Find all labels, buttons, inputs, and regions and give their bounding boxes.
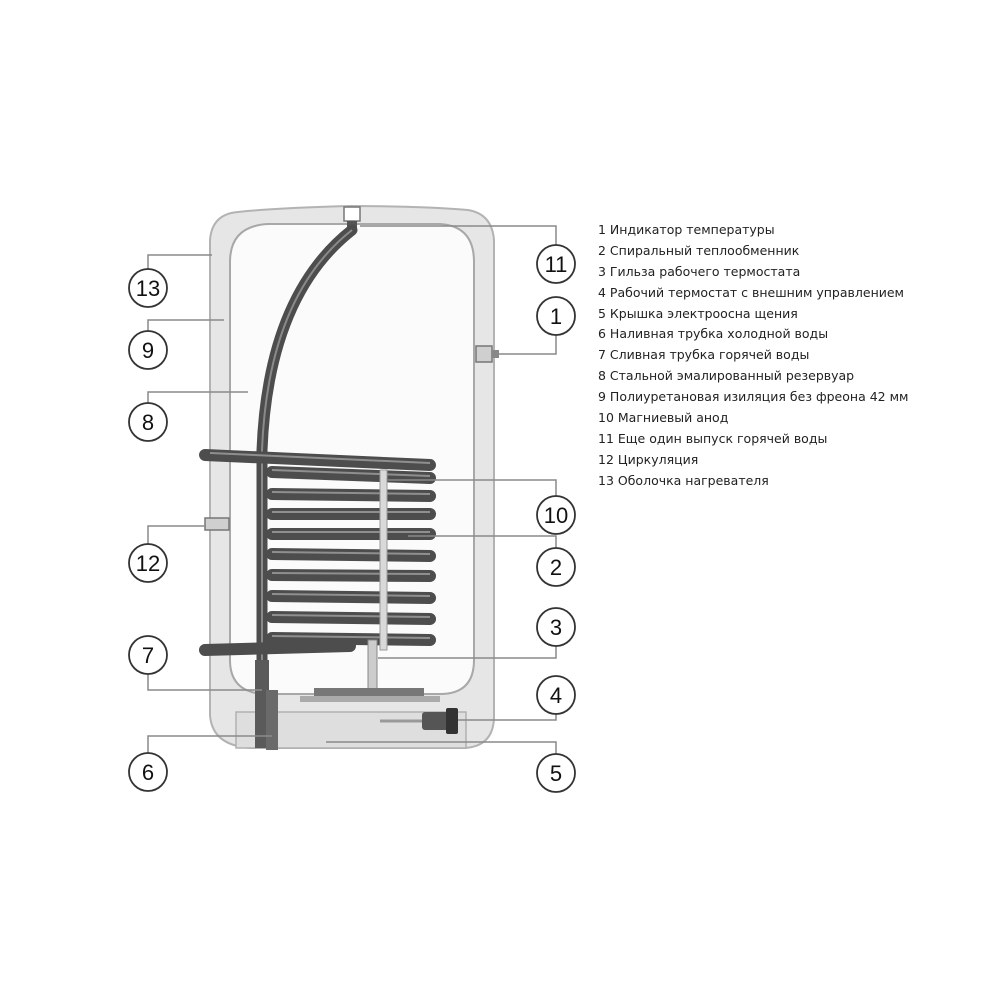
drain-pipe [255,660,269,748]
callout-number: 10 [544,503,568,528]
callout-number: 5 [550,761,562,786]
callout-number: 3 [550,615,562,640]
callout-number: 2 [550,555,562,580]
callout-number: 13 [136,276,160,301]
legend-item: 3 Гильза рабочего термостата [598,263,801,279]
callout-number: 6 [142,760,154,785]
legend-item: 7 Сливная трубка горячей воды [598,347,810,363]
legend-item: 10 Магниевый анод [598,410,729,426]
callout-number: 11 [545,252,568,277]
legend-item: 2 Спиральный теплообменник [598,242,800,258]
thermometer-fitting-pipe [492,350,499,358]
callout-number: 12 [136,551,160,576]
leader-lines [147,225,557,756]
callout-11: 11 [536,244,576,284]
callout-13: 13 [128,268,168,308]
flange-base [300,696,440,702]
hot-water-pipe-highlight [261,229,353,700]
legend-item: 5 Крышка электроосна щения [598,305,798,321]
thermostat-sleeve [367,639,378,696]
callout-5: 5 [536,753,576,793]
callout-number: 1 [550,304,562,329]
legend-item: 4 Рабочий термостат с внешним управление… [598,284,904,300]
cold-inlet-pipe [266,690,278,750]
callout-number: 9 [142,338,154,363]
legend-item: 9 Полиуретановая изиляция без фреона 42 … [598,389,909,405]
thermometer-fitting [475,345,493,363]
legend-item: 6 Наливная трубка холодной воды [598,326,829,342]
parts-legend: 1 Индикатор температуры 2 Спиральный теп… [598,220,908,492]
callout-3: 3 [536,607,576,647]
callout-12: 12 [128,543,168,583]
magnesium-anode [379,469,388,651]
callout-7: 7 [128,635,168,675]
thermostat-knob [446,708,458,734]
callout-number: 8 [142,410,154,435]
callout-10: 10 [536,495,576,535]
callout-1: 1 [536,296,576,336]
legend-item: 12 Циркуляция [598,451,699,467]
legend-item: 1 Индикатор температуры [598,222,775,237]
circulation-fitting [204,517,230,531]
callout-6: 6 [128,752,168,792]
callout-number: 7 [142,643,154,668]
callout-number: 4 [550,683,562,708]
electric-flange [314,688,424,696]
temperature-indicator-housing [343,206,361,222]
callout-9: 9 [128,330,168,370]
callout-4: 4 [536,675,576,715]
callout-8: 8 [128,402,168,442]
legend-item: 13 Оболочка нагревателя [598,472,769,488]
spiral-heat-exchanger [199,449,436,656]
legend-item: 8 Стальной эмалированный резервуар [598,368,855,384]
legend-item: 11 Еще один выпуск горячей воды [598,430,828,446]
callout-2: 2 [536,547,576,587]
